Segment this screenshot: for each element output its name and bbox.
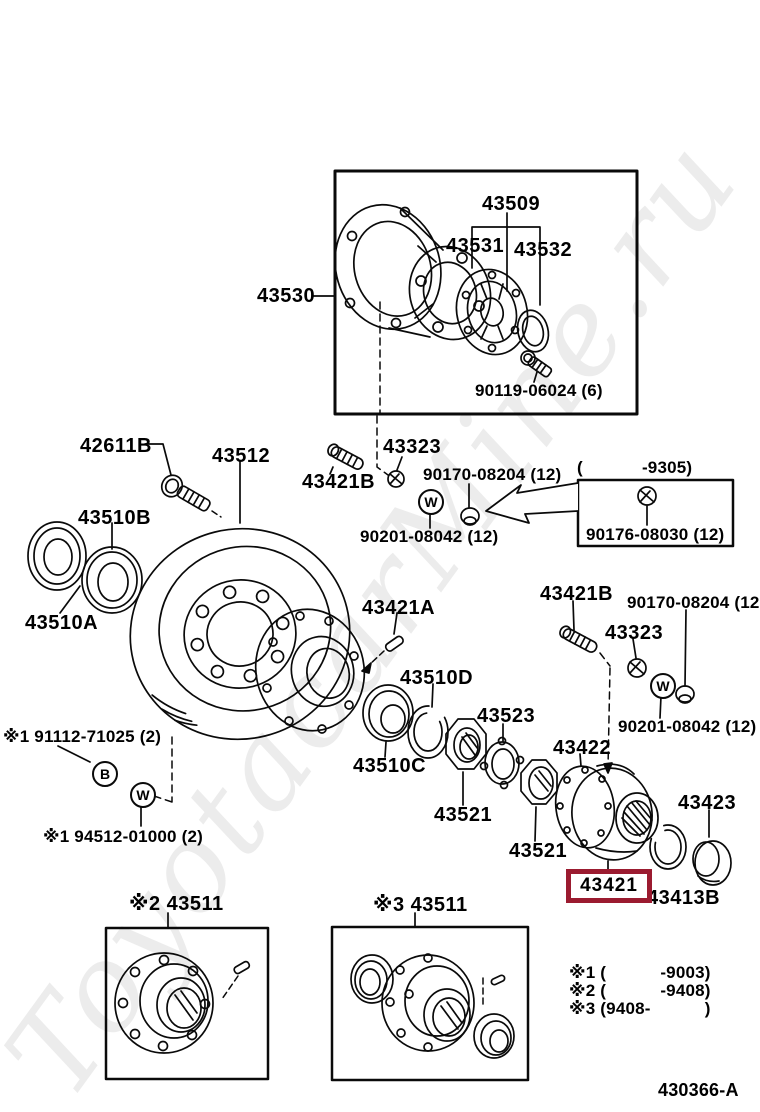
drawing-fasteners-right <box>559 600 695 774</box>
drawing-box-43511-2 <box>104 912 270 1081</box>
part-label-90201-right[interactable]: 90201-08042 (12) <box>618 717 757 736</box>
symbol-w-circle-right: W <box>650 673 676 699</box>
part-label-43423[interactable]: 43423 <box>678 792 737 814</box>
part-label-43421a[interactable]: 43421A <box>362 597 436 619</box>
part-label-43521-b[interactable]: 43521 <box>509 840 568 862</box>
label-date-range-9305: ( -9305) <box>577 458 693 477</box>
drawing-hub-43421 <box>554 763 659 871</box>
part-label-43323-mid[interactable]: 43323 <box>383 436 442 458</box>
drawing-nut-43521-b <box>520 759 558 842</box>
note-2: ※2 ( -9408) <box>569 981 711 1000</box>
part-label-90176[interactable]: 90176-08030 (12) <box>586 525 725 544</box>
drawing-top-box <box>312 169 639 416</box>
part-label-43511-3[interactable]: ※3 43511 <box>373 894 468 916</box>
drawing-9305-box <box>485 478 735 548</box>
part-label-90201-mid[interactable]: 90201-08042 (12) <box>360 527 499 546</box>
part-label-90119-06024[interactable]: 90119-06024 (6) <box>475 381 603 400</box>
part-label-43422[interactable]: 43422 <box>553 737 612 759</box>
drawing-ring-43510b <box>81 522 143 614</box>
symbol-w-circle-left: W <box>130 782 156 808</box>
part-label-43510d[interactable]: 43510D <box>400 667 474 689</box>
part-label-43421: 43421 <box>580 875 638 896</box>
drawing-cap-43423 <box>692 809 732 886</box>
diagram-code: 430366-A <box>658 1080 739 1100</box>
drawing-bearing-43510c <box>362 684 414 758</box>
symbol-b-circle: B <box>92 761 118 787</box>
part-label-90170-right[interactable]: 90170-08204 (12 <box>627 593 760 612</box>
note-1: ※1 ( -9003) <box>569 963 711 982</box>
drawing-bw-leaders <box>57 736 173 827</box>
part-label-43509[interactable]: 43509 <box>482 193 541 215</box>
part-label-91112-71025[interactable]: ※1 91112-71025 (2) <box>3 727 162 746</box>
part-label-43323-right[interactable]: 43323 <box>605 622 664 644</box>
part-label-43523[interactable]: 43523 <box>477 705 536 727</box>
part-label-43512[interactable]: 43512 <box>212 445 271 467</box>
part-label-42611b[interactable]: 42611B <box>80 435 152 457</box>
part-label-43510c[interactable]: 43510C <box>353 755 427 777</box>
part-label-43531[interactable]: 43531 <box>446 235 505 257</box>
drawing-pin-43421a <box>361 612 404 674</box>
part-label-43521-a[interactable]: 43521 <box>434 804 493 826</box>
drawing-nut-43521-a <box>445 718 487 806</box>
drawing-fasteners-mid <box>144 415 480 529</box>
part-label-43532[interactable]: 43532 <box>514 239 573 261</box>
drawing-disc-43512 <box>129 527 351 741</box>
part-label-94512-01000[interactable]: ※1 94512-01000 (2) <box>43 827 204 846</box>
symbol-w-circle-mid: W <box>418 489 444 515</box>
highlighted-part-box[interactable]: 43421 <box>566 869 652 903</box>
part-label-43421b-mid[interactable]: 43421B <box>302 471 376 493</box>
drawing-seal-43510a <box>27 521 87 614</box>
drawing-snapring-43510d <box>407 683 449 759</box>
part-label-43421b-right[interactable]: 43421B <box>540 583 614 605</box>
drawing-snapring-43413b <box>649 824 687 870</box>
drawing-washer-43523 <box>479 723 525 790</box>
part-label-43413b[interactable]: 43413B <box>647 887 721 909</box>
note-3: ※3 (9408- ) <box>569 999 711 1018</box>
part-label-43510b[interactable]: 43510B <box>78 507 152 529</box>
part-label-43530[interactable]: 43530 <box>257 285 316 307</box>
drawing-hub-flange-mid <box>254 608 366 734</box>
drawing-box-43511-3 <box>330 912 530 1082</box>
part-label-43511-2[interactable]: ※2 43511 <box>129 893 224 915</box>
part-label-90170-mid[interactable]: 90170-08204 (12) <box>423 465 562 484</box>
part-label-43510a[interactable]: 43510A <box>25 612 99 634</box>
